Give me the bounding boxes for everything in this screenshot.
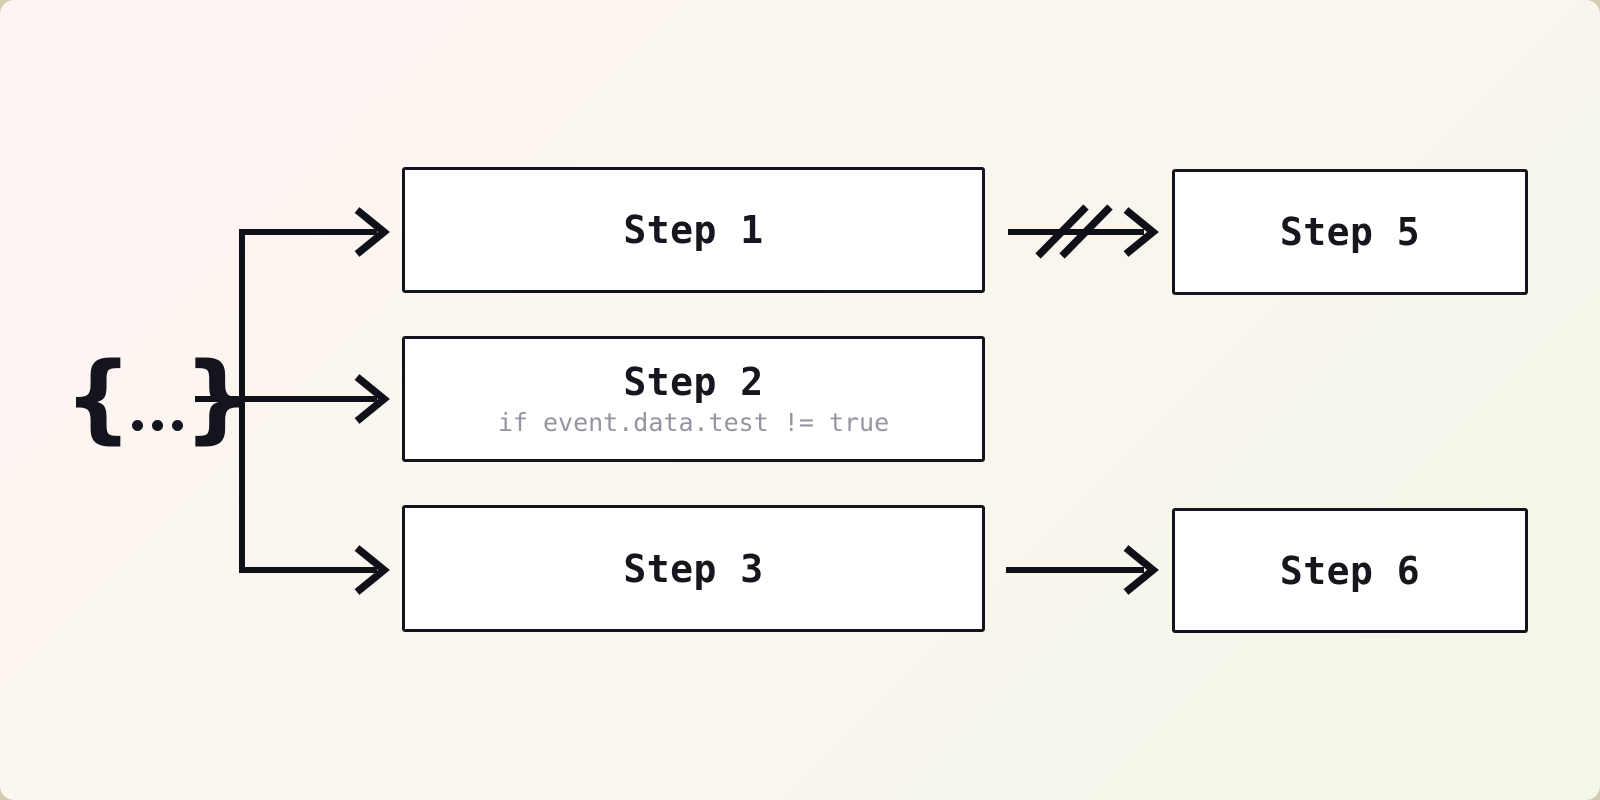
event-payload-icon: { } [64, 342, 252, 454]
step-label: Step 3 [623, 546, 764, 591]
dot [172, 420, 184, 431]
arrowhead-step2 [354, 374, 390, 424]
step-label: Step 6 [1279, 548, 1421, 593]
step-label: Step 1 [623, 208, 764, 252]
step-condition: if event.data.test != true [497, 408, 890, 437]
step-node-step-3[interactable]: Step 3 [402, 505, 985, 632]
cancel-slash-1 [1035, 204, 1089, 259]
cancelled-arrowhead [1123, 207, 1159, 257]
step-node-step-5[interactable]: Step 5 [1172, 169, 1528, 295]
step-node-step-6[interactable]: Step 6 [1172, 508, 1528, 633]
cancel-slash-2 [1059, 204, 1113, 259]
dot [152, 420, 164, 431]
edge-step3-step6 [1006, 545, 1159, 595]
ellipsis-dots-icon [132, 420, 184, 431]
arrowhead-step3 [354, 545, 390, 595]
arrowhead-step1 [354, 207, 390, 257]
step-node-step-2[interactable]: Step 2 if event.data.test != true [402, 336, 985, 462]
brace-open: { [64, 342, 133, 454]
step-node-step-1[interactable]: Step 1 [402, 167, 985, 293]
edge-trigger-fanout [195, 207, 390, 595]
brace-close: } [183, 342, 252, 454]
step-label: Step 2 [623, 360, 764, 404]
step-label: Step 5 [1279, 210, 1421, 254]
dot [132, 420, 144, 431]
edge-step1-step5-cancelled [1008, 204, 1159, 259]
step6-arrowhead [1123, 545, 1159, 595]
